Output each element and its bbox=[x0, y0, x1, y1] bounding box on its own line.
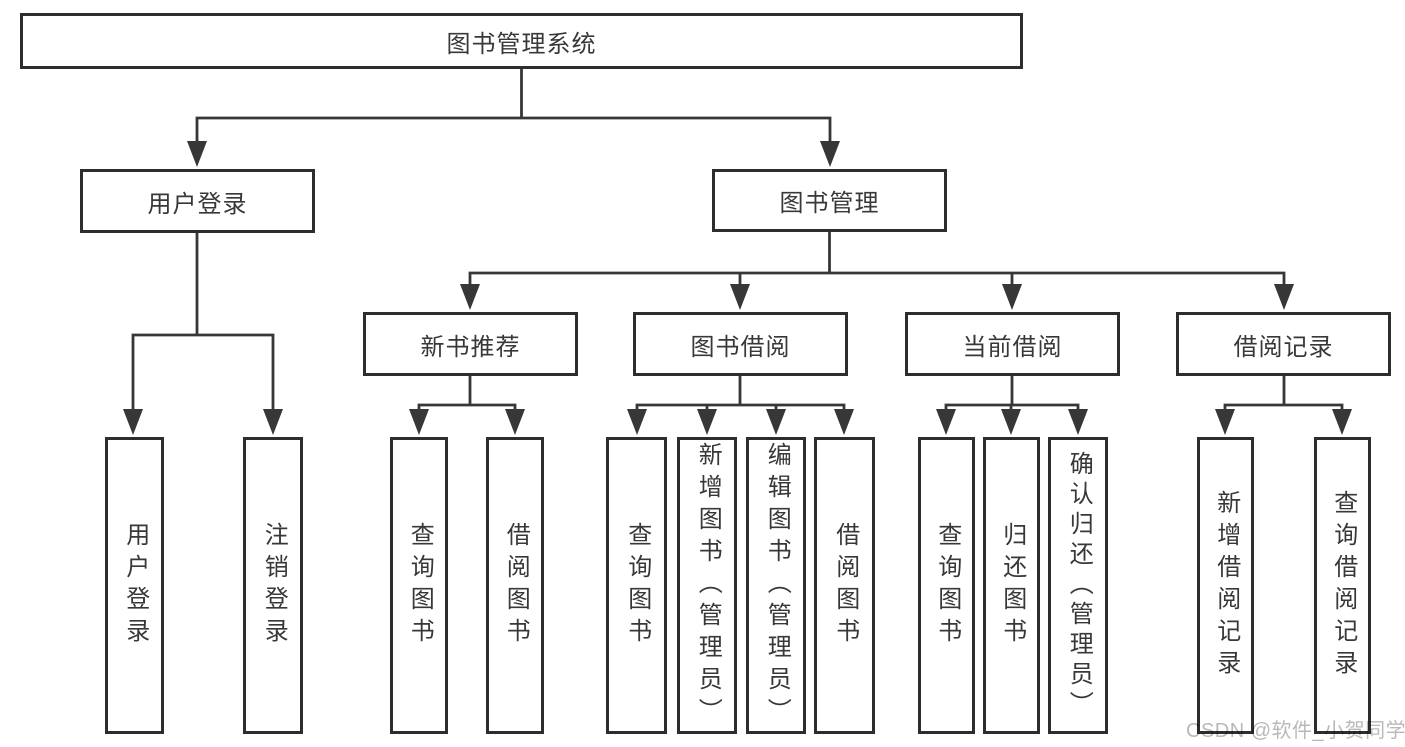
node-label: 归还图书 bbox=[998, 521, 1026, 650]
arrowhead bbox=[123, 409, 143, 435]
leaf-borrow-books-borrowing: 借阅图书 bbox=[814, 437, 875, 734]
node-label: 借阅图书 bbox=[502, 521, 530, 650]
arrowhead bbox=[1274, 284, 1294, 310]
node-label: 查询图书 bbox=[933, 521, 961, 650]
arrowhead bbox=[697, 409, 717, 435]
node-label: 图书管理系统 bbox=[446, 30, 597, 58]
leaf-add-borrow-record: 新增借阅记录 bbox=[1197, 437, 1254, 734]
arrowhead bbox=[936, 409, 956, 435]
node-label: 图书借阅 bbox=[690, 333, 791, 361]
node-current-borrowing: 当前借阅 bbox=[905, 312, 1120, 376]
node-label: 查询图书 bbox=[623, 521, 651, 650]
arrowhead bbox=[1002, 284, 1022, 310]
arrowhead bbox=[409, 409, 429, 435]
arrowhead bbox=[1332, 409, 1352, 435]
node-user-login: 用户登录 bbox=[80, 169, 315, 233]
edge-book-management-split bbox=[468, 231, 1286, 287]
edge-user-login-split bbox=[131, 232, 275, 411]
leaf-query-books-recommend: 查询图书 bbox=[390, 437, 448, 734]
node-label: 图书管理 bbox=[779, 190, 880, 217]
arrowhead bbox=[766, 409, 786, 435]
arrowhead bbox=[627, 409, 647, 435]
arrowhead bbox=[460, 284, 480, 310]
leaf-user-login: 用户登录 bbox=[105, 437, 164, 734]
arrowhead bbox=[1215, 409, 1235, 435]
node-label: 确认归还（管理员） bbox=[1065, 450, 1093, 721]
node-label: 新增借阅记录 bbox=[1212, 489, 1240, 682]
node-label: 用户登录 bbox=[147, 190, 248, 218]
node-label: 新书推荐 bbox=[420, 333, 521, 361]
leaf-return-books: 归还图书 bbox=[983, 437, 1040, 734]
edge-book-borrowing-split bbox=[635, 375, 846, 411]
node-label: 查询图书 bbox=[406, 521, 434, 650]
edge-new-book-split bbox=[417, 375, 517, 411]
node-library-management-system: 图书管理系统 bbox=[20, 13, 1023, 69]
leaf-logout: 注销登录 bbox=[243, 437, 303, 734]
leaf-confirm-return-admin: 确认归还（管理员） bbox=[1048, 437, 1108, 734]
leaf-query-borrow-record: 查询借阅记录 bbox=[1314, 437, 1371, 734]
node-label: 编辑图书（管理员） bbox=[763, 441, 791, 730]
leaf-edit-book-admin: 编辑图书（管理员） bbox=[746, 437, 806, 734]
node-label: 注销登录 bbox=[260, 521, 288, 650]
node-borrowing-records: 借阅记录 bbox=[1176, 312, 1391, 376]
arrowhead bbox=[263, 409, 283, 435]
arrowhead bbox=[820, 141, 840, 167]
node-label: 查询借阅记录 bbox=[1329, 489, 1357, 682]
arrowhead bbox=[187, 141, 207, 167]
arrowhead bbox=[1068, 409, 1088, 435]
node-label: 当前借阅 bbox=[962, 333, 1063, 361]
node-label: 用户登录 bbox=[121, 521, 149, 650]
node-book-management: 图书管理 bbox=[712, 169, 947, 232]
node-label: 新增图书（管理员） bbox=[694, 441, 722, 730]
edge-current-borrowing-split bbox=[944, 375, 1080, 411]
watermark-csdn: CSDN @软件_小贺同学 bbox=[1186, 720, 1405, 742]
leaf-query-books-current: 查询图书 bbox=[918, 437, 975, 734]
node-new-book-recommend: 新书推荐 bbox=[363, 312, 578, 376]
leaf-query-books-borrowing: 查询图书 bbox=[606, 437, 667, 734]
node-label: 借阅图书 bbox=[831, 521, 859, 650]
node-book-borrowing: 图书借阅 bbox=[633, 312, 848, 376]
leaf-borrow-books-recommend: 借阅图书 bbox=[486, 437, 544, 734]
leaf-add-book-admin: 新增图书（管理员） bbox=[677, 437, 737, 734]
edge-root-to-level2 bbox=[195, 69, 832, 143]
arrowheads bbox=[123, 141, 1352, 435]
node-label: 借阅记录 bbox=[1233, 333, 1334, 361]
arrowhead bbox=[1001, 409, 1021, 435]
arrowhead bbox=[505, 409, 525, 435]
arrowhead bbox=[730, 284, 750, 310]
arrowhead bbox=[834, 409, 854, 435]
edge-borrowing-records-split bbox=[1223, 375, 1344, 411]
